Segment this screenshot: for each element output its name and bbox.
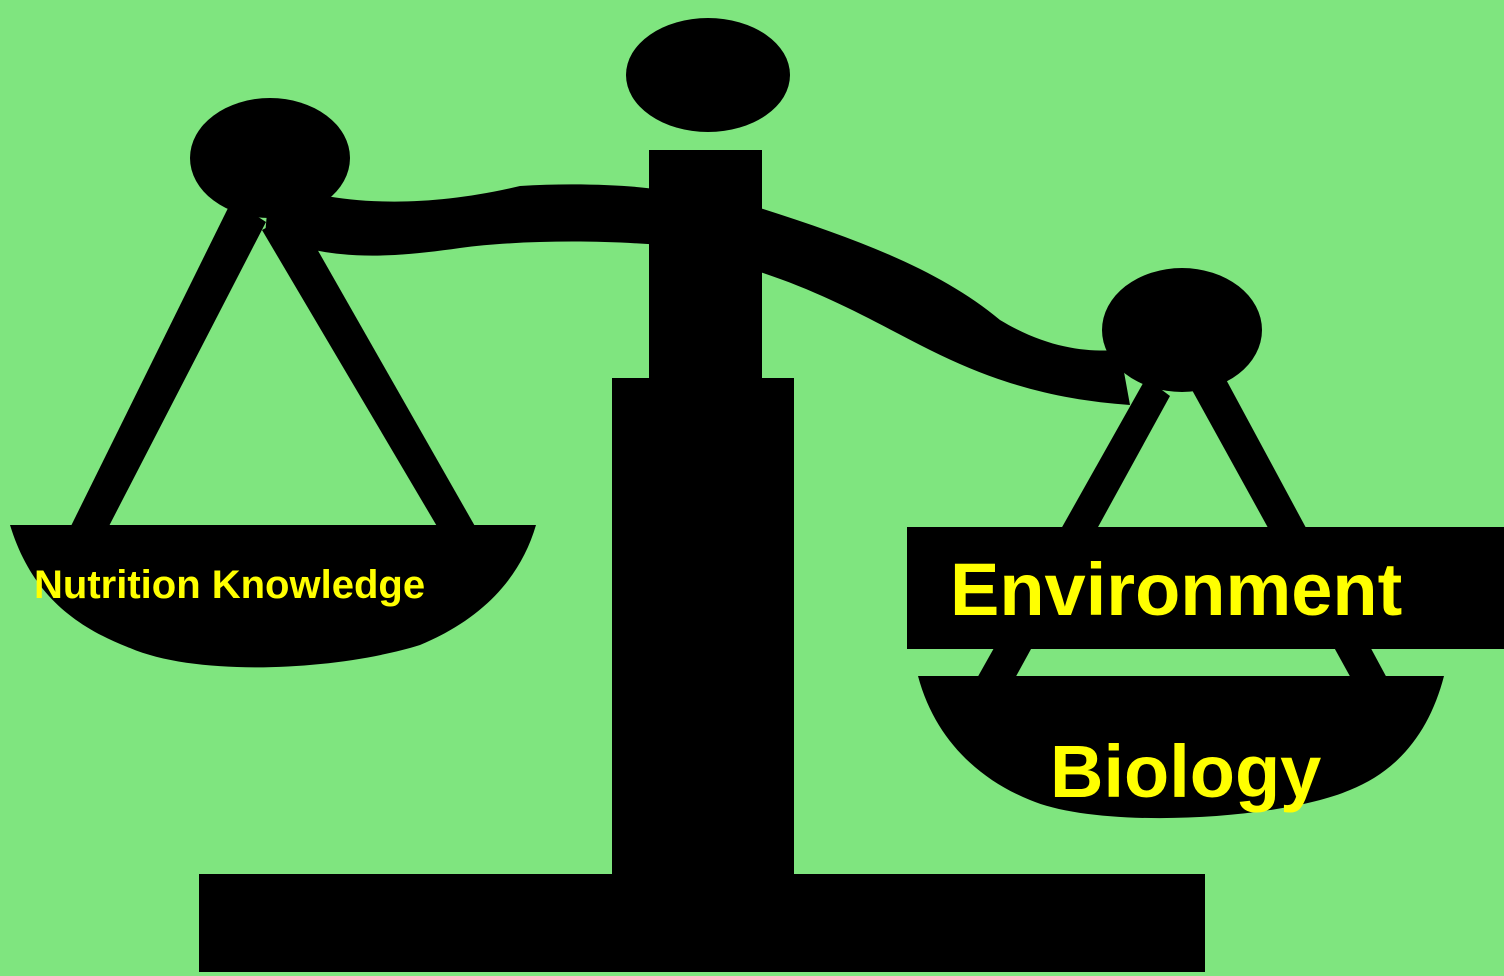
biology-label: Biology [1050,730,1322,813]
scale-beam [265,180,1130,405]
scale-top-knob [626,18,790,132]
left-pan [10,525,536,668]
scale-base [199,874,1205,972]
environment-label: Environment [950,548,1403,631]
left-pan-string-right [262,212,476,528]
left-pan-string-left [70,200,266,528]
right-pan [918,676,1444,819]
nutrition-knowledge-label: Nutrition Knowledge [34,563,426,607]
scale-pillar [612,378,794,878]
environment-label-box [907,527,1504,649]
left-beam-knob [190,98,350,218]
right-beam-knob [1102,268,1262,392]
